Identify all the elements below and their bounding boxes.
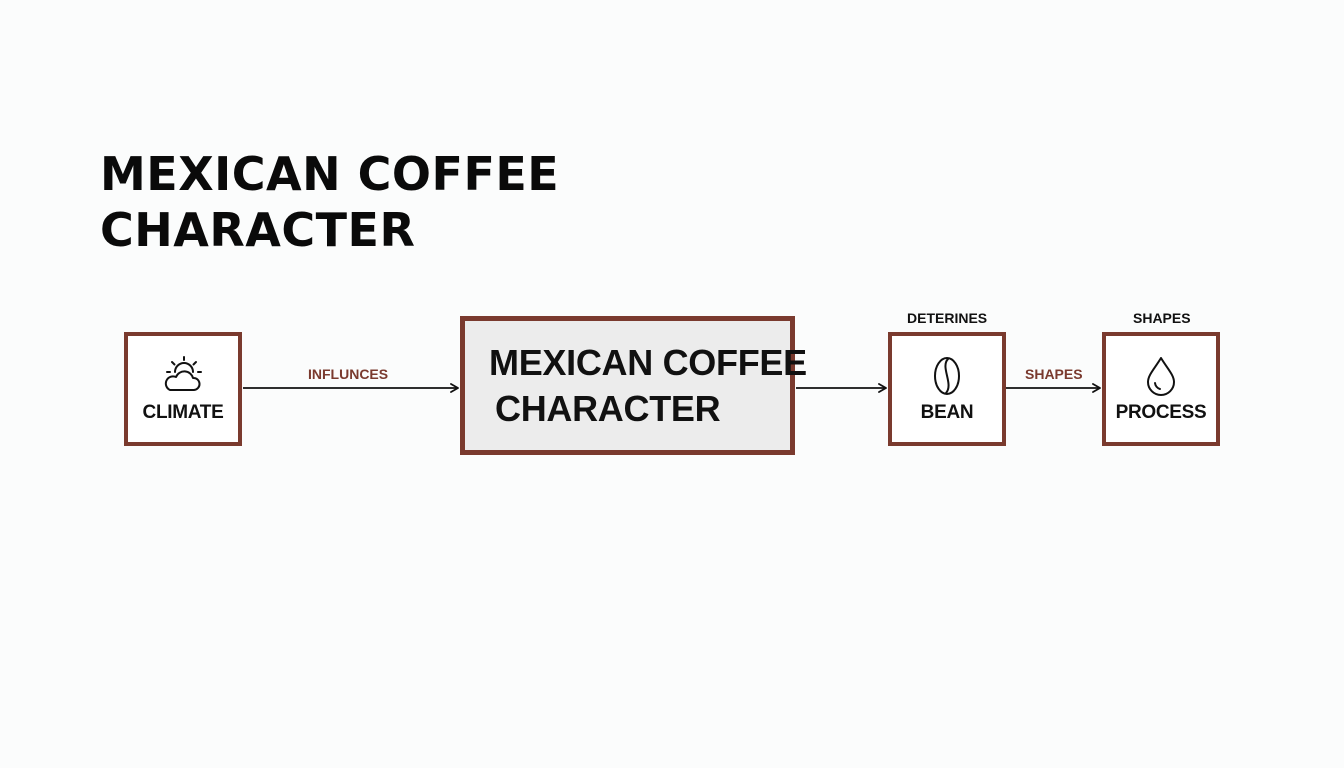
page-title: MEXICAN COFFEE CHARACTER — [100, 147, 560, 257]
sun-cloud-icon — [164, 356, 202, 391]
center-title-line1: MEXICAN COFFEE — [489, 341, 807, 383]
process-node: PROCESS — [1102, 332, 1220, 446]
coffee-bean-icon — [934, 357, 960, 395]
climate-node: CLIMATE — [124, 332, 242, 446]
bean-top-label: DETERINES — [907, 310, 988, 326]
center-node: MEXICAN COFFEE CHARACTER — [460, 316, 807, 455]
bean-label: BEAN — [920, 402, 974, 423]
center-title-line2: CHARACTER — [495, 387, 721, 429]
edge-label-influnces: INFLUNCES — [308, 366, 389, 382]
edge-label-shapes: SHAPES — [1025, 366, 1083, 382]
water-drop-icon — [1147, 357, 1175, 396]
process-top-label: SHAPES — [1133, 310, 1191, 326]
climate-label: CLIMATE — [142, 402, 224, 423]
process-label: PROCESS — [1115, 402, 1207, 423]
bean-node: BEAN — [888, 332, 1006, 446]
